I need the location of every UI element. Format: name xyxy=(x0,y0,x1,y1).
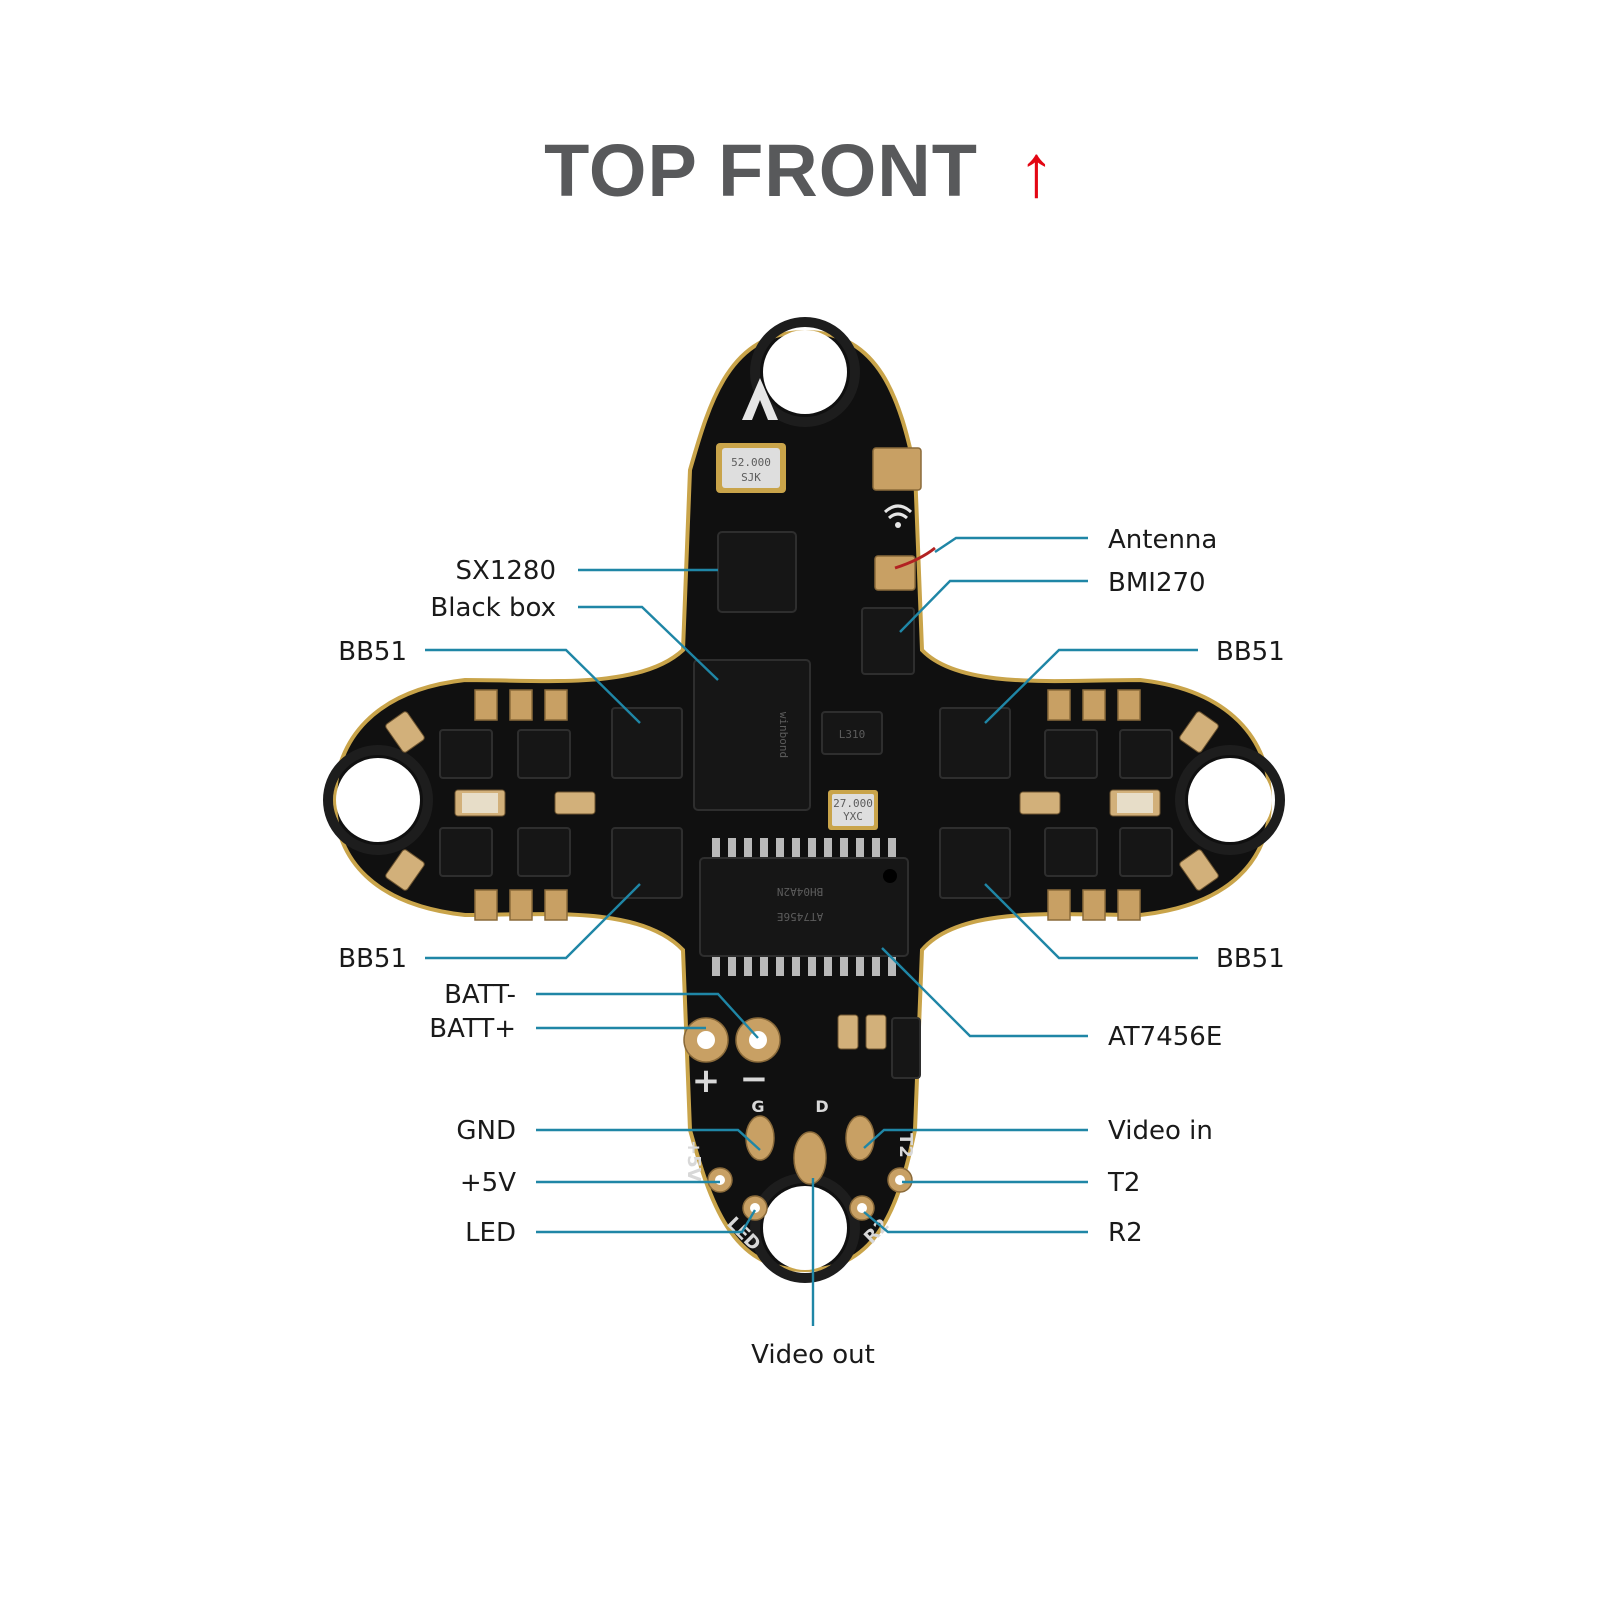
chip-black-box: winbond xyxy=(693,659,811,811)
crystal2-code: YXC xyxy=(843,810,863,823)
title-text: TOP FRONT xyxy=(544,129,978,212)
silk-t2: T2 xyxy=(895,1133,916,1158)
chip-sx1280 xyxy=(717,531,797,613)
label-t2: T2 xyxy=(1107,1168,1140,1198)
antenna-wire xyxy=(894,546,936,570)
label-antenna: Antenna xyxy=(1108,525,1217,555)
mosfet xyxy=(439,827,493,877)
label-sx1280: SX1280 xyxy=(456,556,556,586)
osd-marking: AT7456E xyxy=(777,910,823,923)
crystal-52mhz: 52.000 SJK xyxy=(716,443,786,493)
chip-at7456e: BH04A2N AT7456E xyxy=(699,838,909,976)
label-bb51-bottom-left: BB51 xyxy=(338,944,407,974)
mosfet xyxy=(1044,827,1098,877)
osd-code-marking: BH04A2N xyxy=(777,885,823,898)
batt-minus-silk: − xyxy=(740,1059,769,1099)
label-bmi270: BMI270 xyxy=(1108,568,1206,598)
chip-bb51-bottom-right xyxy=(939,827,1011,899)
label-batt-plus: BATT+ xyxy=(429,1014,516,1044)
leader-lines xyxy=(425,536,1198,1326)
brand-logo-icon xyxy=(742,378,778,420)
page-title: TOP FRONT ↑ xyxy=(0,128,1600,213)
silk-g: G xyxy=(751,1097,764,1116)
label-black-box: Black box xyxy=(430,593,556,623)
crystal-code: SJK xyxy=(741,471,761,484)
chip-bb51-top-right xyxy=(939,707,1011,779)
mosfet xyxy=(439,729,493,779)
label-bb51-top-left: BB51 xyxy=(338,637,407,667)
chip-bb51-bottom-left xyxy=(611,827,683,899)
silk-d: D xyxy=(815,1097,828,1116)
crystal-27mhz: 27.000 YXC xyxy=(828,790,878,830)
mosfet xyxy=(517,729,571,779)
label-gnd: GND xyxy=(456,1116,516,1146)
regulator-marking: L310 xyxy=(839,728,866,741)
label-bb51-bottom-right: BB51 xyxy=(1216,944,1285,974)
mosfet xyxy=(517,827,571,877)
chip-bb51-top-left xyxy=(611,707,683,779)
label-at7456e: AT7456E xyxy=(1108,1022,1222,1052)
motor-pads xyxy=(474,689,1141,921)
osd-pins-bottom xyxy=(712,952,896,976)
silk-5v: +5V xyxy=(683,1140,704,1182)
wifi-icon xyxy=(883,504,913,520)
label-batt-minus: BATT- xyxy=(444,980,516,1010)
crystal-marking: 52.000 xyxy=(731,456,771,469)
up-arrow-icon: ↑ xyxy=(1017,129,1056,212)
mosfet xyxy=(1119,729,1173,779)
label-video-in: Video in xyxy=(1108,1116,1213,1146)
capacitors xyxy=(385,711,1219,1050)
batt-plus-silk: + xyxy=(692,1061,721,1101)
flash-marking: winbond xyxy=(777,712,790,758)
label-video-out: Video out xyxy=(751,1340,875,1370)
label-led: LED xyxy=(465,1218,516,1248)
osd-pins-top xyxy=(712,838,896,862)
mosfet xyxy=(1044,729,1098,779)
mosfet xyxy=(1119,827,1173,877)
chip-bmi270 xyxy=(861,607,915,675)
crystal2-marking: 27.000 xyxy=(833,797,873,810)
label-bb51-top-right: BB51 xyxy=(1216,637,1285,667)
antenna-pad xyxy=(872,447,922,491)
antenna-solder-pad xyxy=(874,555,916,591)
label-plus-5v: +5V xyxy=(460,1168,516,1198)
diode xyxy=(891,1017,921,1079)
regulator: L310 xyxy=(821,711,883,755)
label-r2: R2 xyxy=(1108,1218,1143,1248)
